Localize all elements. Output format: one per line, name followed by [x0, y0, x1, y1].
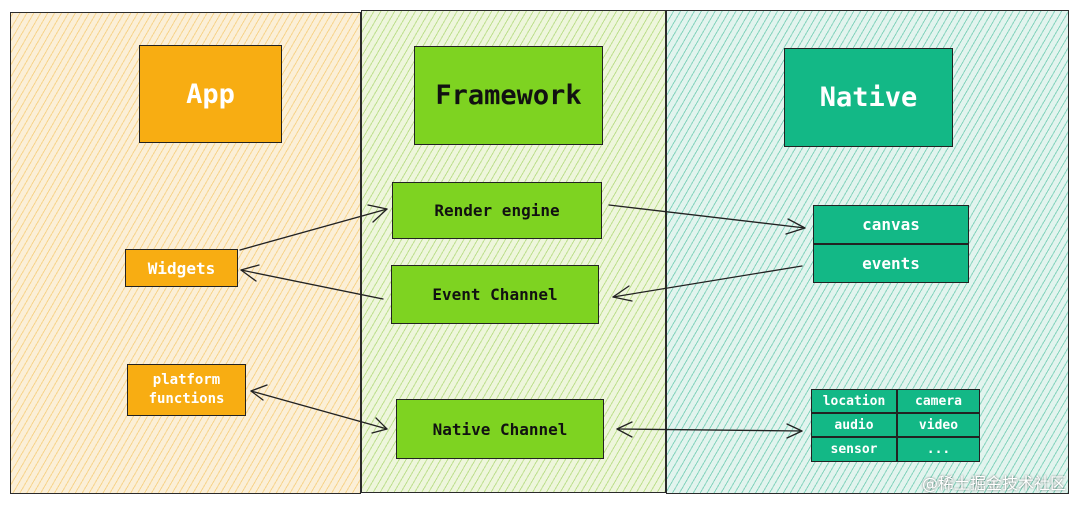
- capability-label: video: [918, 417, 959, 433]
- app-title-box: App: [139, 45, 282, 143]
- event-channel-label: Event Channel: [432, 285, 558, 304]
- arrowhead: [785, 218, 806, 235]
- native-title-box: Native: [784, 48, 953, 147]
- arrow-platform-native-channel: [250, 390, 388, 430]
- arrowhead: [786, 423, 803, 439]
- capability-label: sensor: [830, 442, 878, 457]
- render-engine-box: Render engine: [392, 182, 602, 239]
- arrow-render-engine-to-canvas: [608, 204, 806, 229]
- arrowhead: [371, 417, 388, 434]
- arrow-widgets-to-render-engine: [239, 208, 388, 251]
- capability-location: location: [811, 389, 897, 413]
- event-channel-box: Event Channel: [391, 265, 599, 324]
- events-box: events: [813, 244, 969, 283]
- watermark: @稀土掘金技术社区: [921, 474, 1066, 493]
- capability-video: video: [897, 413, 980, 437]
- arrowhead: [367, 204, 388, 223]
- events-label: events: [862, 254, 920, 273]
- arrowhead: [240, 264, 260, 282]
- native-title: Native: [819, 82, 918, 113]
- render-engine-label: Render engine: [434, 201, 560, 220]
- capability-more: ...: [897, 437, 980, 462]
- platform-functions-label: platform functions: [148, 372, 225, 407]
- canvas-label: canvas: [862, 215, 920, 234]
- capability-sensor: sensor: [811, 437, 897, 462]
- capability-label: location: [822, 393, 886, 409]
- arrow-native-channel-capabilities: [616, 428, 803, 432]
- platform-functions-box: platform functions: [127, 364, 246, 416]
- arrow-event-channel-to-widgets: [240, 269, 384, 300]
- arrowhead: [250, 384, 268, 401]
- arrowhead: [612, 285, 633, 302]
- arrowhead: [616, 421, 633, 438]
- capability-audio: audio: [811, 413, 897, 437]
- capability-label: audio: [834, 417, 874, 433]
- native-channel-box: Native Channel: [396, 399, 604, 459]
- capability-camera: camera: [897, 389, 980, 413]
- arrow-events-to-event-channel: [612, 265, 803, 298]
- app-title: App: [186, 78, 235, 110]
- capability-label: camera: [915, 393, 962, 409]
- native-channel-label: Native Channel: [432, 419, 568, 439]
- widgets-label: Widgets: [147, 258, 216, 278]
- widgets-box: Widgets: [125, 249, 238, 287]
- framework-title-box: Framework: [414, 46, 603, 145]
- framework-title: Framework: [435, 80, 582, 111]
- capability-label: ...: [926, 442, 951, 457]
- canvas-box: canvas: [813, 205, 969, 244]
